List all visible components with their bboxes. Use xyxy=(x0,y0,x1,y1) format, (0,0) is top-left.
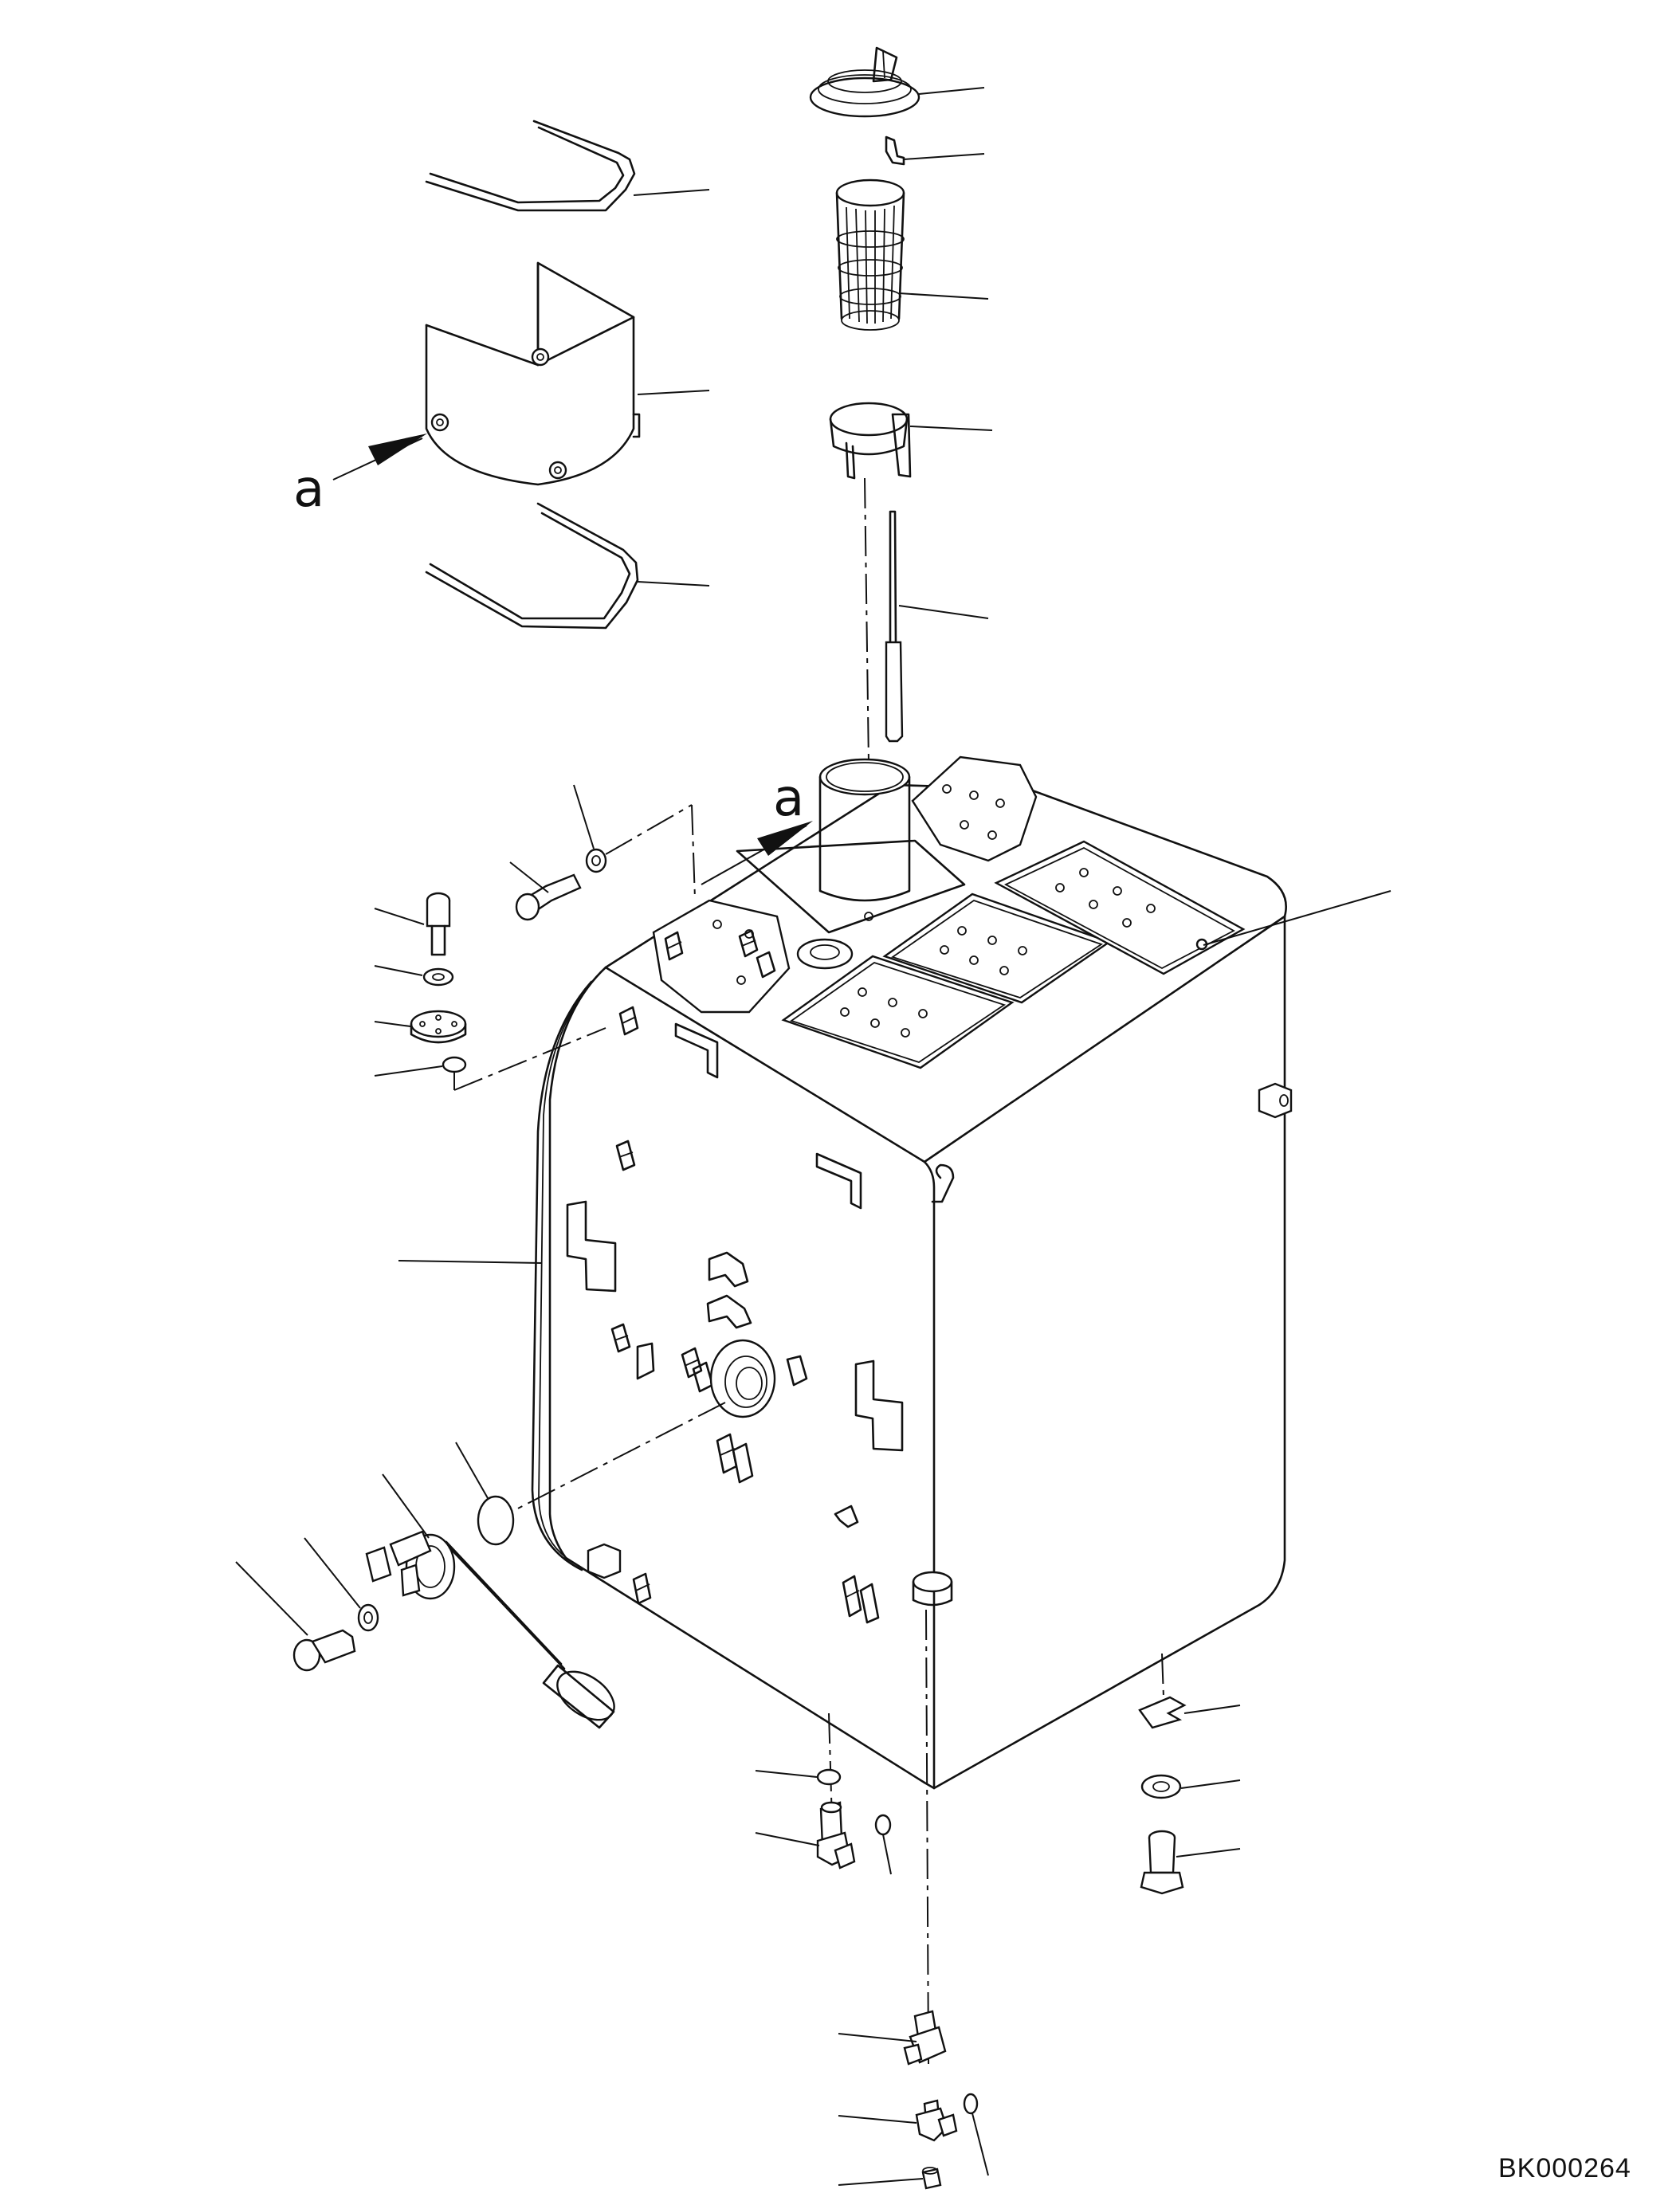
center-line xyxy=(925,1609,929,2065)
sensor-washer xyxy=(357,1603,379,1632)
leader-line xyxy=(509,861,549,893)
drain-elbow xyxy=(816,1801,856,1869)
mount-bolt xyxy=(1140,1830,1184,1895)
leader-line xyxy=(382,1473,430,1539)
view-arrow-a-upper xyxy=(332,434,427,481)
leader-line xyxy=(637,390,710,395)
leader-line xyxy=(918,87,985,95)
cover-bolt xyxy=(426,892,451,956)
leader-line xyxy=(1180,1779,1241,1789)
hose-clamp xyxy=(610,929,880,1624)
center-line xyxy=(605,804,693,855)
leader-line xyxy=(374,1065,443,1077)
leader-line xyxy=(235,1561,308,1636)
leader-line xyxy=(882,1834,892,1875)
lower-retaining-band xyxy=(425,502,639,630)
leader-line xyxy=(898,292,989,300)
center-line xyxy=(453,1027,606,1091)
leader-line xyxy=(755,1832,820,1846)
level-sensor-o-ring xyxy=(477,1495,515,1546)
center-line xyxy=(691,804,696,900)
center-line xyxy=(509,1402,726,1513)
leader-line xyxy=(903,153,985,160)
side-boss xyxy=(587,1082,1293,1579)
flange-bolt xyxy=(515,873,582,921)
filler-neck xyxy=(736,758,966,934)
flange-washer xyxy=(585,848,607,873)
inspection-cover-rear xyxy=(994,840,1246,975)
leader-line xyxy=(398,1260,543,1264)
drain-plug-elbow xyxy=(915,2099,958,2142)
leader-line xyxy=(1176,1848,1241,1858)
leader-line xyxy=(374,1021,411,1027)
leader-line xyxy=(1203,890,1391,946)
mount-shim xyxy=(1138,1696,1187,1729)
breather-bracket xyxy=(911,755,1038,862)
leader-line xyxy=(838,2178,924,2186)
leader-line xyxy=(637,581,710,587)
view-marker-upper: a xyxy=(293,460,325,519)
level-sensor-port xyxy=(709,1339,776,1418)
drain-plug-o-ring xyxy=(963,2093,979,2115)
center-line xyxy=(864,477,869,766)
drain-boss xyxy=(912,1571,953,1607)
view-marker-lower: a xyxy=(773,769,805,828)
inspection-cover-middle xyxy=(882,893,1112,1004)
level-sensor xyxy=(365,1530,615,1729)
filler-cap xyxy=(809,46,920,118)
inspection-cover-front xyxy=(781,955,1015,1069)
guard-cover xyxy=(425,261,641,486)
cover-o-ring xyxy=(442,1056,467,1073)
hydraulic-tank-body xyxy=(531,783,1287,1790)
leader-line xyxy=(374,908,425,925)
leader-line xyxy=(633,189,710,196)
leader-line xyxy=(573,784,595,849)
upper-retaining-band xyxy=(425,120,636,212)
suction-flange xyxy=(652,899,854,1014)
leader-line xyxy=(1183,1705,1241,1714)
leader-line xyxy=(304,1537,361,1609)
filler-strainer xyxy=(835,179,905,331)
leader-line xyxy=(374,965,423,976)
view-arrow-a-lower xyxy=(701,821,813,885)
cover-washer xyxy=(422,967,454,987)
leader-line xyxy=(755,1770,818,1778)
leader-line xyxy=(898,605,989,619)
drain-valve xyxy=(903,2010,947,2066)
leader-line xyxy=(909,426,993,431)
drawing-code: BK000264 xyxy=(1498,2153,1631,2183)
cap-key xyxy=(885,135,905,166)
leader-line xyxy=(838,2033,917,2042)
strainer-collar xyxy=(829,402,912,480)
drain-o-ring xyxy=(816,1768,842,1786)
sensor-bolt xyxy=(292,1629,356,1672)
center-line xyxy=(1161,1653,1164,1698)
mount-washer xyxy=(1140,1774,1182,1799)
drain-elbow-o-ring xyxy=(874,1814,892,1836)
leader-line xyxy=(455,1442,489,1499)
level-gauge-stick xyxy=(885,510,904,743)
leader-line xyxy=(971,2113,989,2176)
mounting-bracket xyxy=(566,1022,955,1528)
leader-line xyxy=(838,2115,917,2124)
drain-cap xyxy=(921,2167,942,2190)
cover-plate xyxy=(410,1010,467,1044)
